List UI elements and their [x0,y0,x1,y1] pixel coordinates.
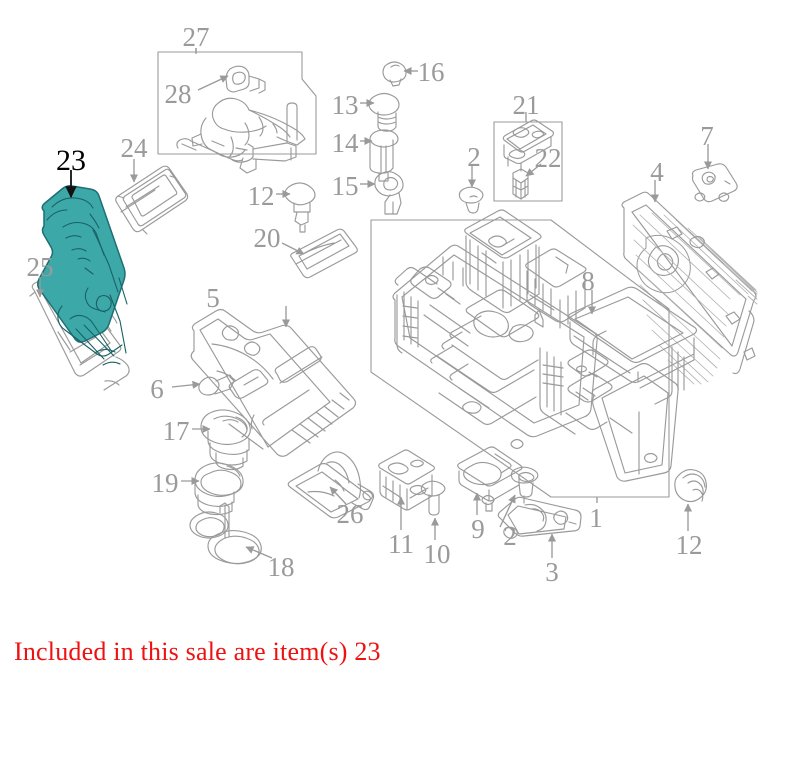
part-27-parking-brake-box [157,51,317,174]
callout-label-6: 6 [150,374,164,404]
console-side-rails [654,346,685,405]
part-2-screw-lower-secondary [510,466,539,504]
part-10-screw-lower [420,480,446,516]
leader-2b [499,494,516,528]
part-5-console-side-trim-panel-right [190,308,357,457]
callout-label-16: 16 [418,57,445,87]
leader-28 [197,75,229,91]
part-1-console-assembly-box [370,209,698,498]
callout-label-17: 17 [163,416,190,446]
part-14-plug-cap-tall [369,129,399,182]
part-11-power-outlet-housing [378,449,436,511]
leader-lines [35,48,713,559]
console-rear-trim-cover [591,362,679,482]
callout-label-20: 20 [254,223,281,253]
callout-label-11: 11 [388,529,414,559]
callout-label-27: 27 [183,22,210,52]
callout-label-9: 9 [471,514,485,544]
callout-label-14: 14 [332,128,360,158]
callout-label-13: 13 [332,90,359,120]
callout-label-22: 22 [535,143,562,173]
part-6-trim-retainer-pin [198,374,235,396]
part-17-cup-holder-insert-upper [200,409,251,471]
part-3-console-mounting-bracket [497,496,582,539]
callout-labels: 27 28 24 25 16 13 14 15 12 20 21 22 2 4 … [27,22,714,587]
leader-18 [245,546,273,559]
part-12-push-pin-fastener [284,182,316,233]
callout-label-19: 19 [152,468,179,498]
part-19-cup-holder-insert-lower [194,462,244,516]
callout-label-24: 24 [121,133,149,163]
part-16-retainer-clip [382,61,407,87]
part-23-console-side-trim-panel-left [36,185,128,366]
leader-6 [171,380,201,389]
leader-20 [281,242,305,255]
callout-label-3: 3 [545,557,559,587]
part-8-armrest-lid [567,286,698,389]
callout-label-5: 5 [206,283,220,313]
callout-label-7: 7 [700,121,714,151]
console-storage-bin [464,209,542,314]
part-7-access-cover-plate [691,163,738,203]
callout-label-12-lower: 12 [676,530,703,560]
console-bin-divider [525,248,587,329]
sale-caption: Included in this sale are item(s) 23 [14,637,381,666]
callout-label-8: 8 [581,266,595,296]
leader-26 [329,486,347,505]
callout-label-25: 25 [27,252,54,282]
leader-22 [525,163,542,177]
part-4-console-rear-side-panel [621,191,758,385]
part-24-shift-bezel-trim [115,165,189,235]
part-18-cup-holder-divider [189,502,262,565]
part-13-plug-cap-large [368,92,400,132]
callout-label-2-upper: 2 [467,142,481,172]
callout-label-4: 4 [650,157,664,187]
callout-label-2-lower: 2 [503,521,517,551]
callout-label-12: 12 [248,181,275,211]
part-9-cup-holder-bracket [457,446,523,512]
part-2-screw-upper [458,186,484,214]
callout-label-23: 23 [56,144,86,177]
callout-label-26: 26 [337,499,364,529]
callout-label-23-group: 23 [56,144,86,177]
part-12-push-pin-fastener-secondary [674,469,707,503]
callout-label-15: 15 [332,171,359,201]
callout-label-21: 21 [513,90,540,120]
console-main-body [392,244,613,450]
part-20-console-tray-mat [290,228,358,279]
callout-label-1: 1 [589,503,603,533]
part-21-switch-panel-box [493,119,563,202]
callout-label-18: 18 [268,552,295,582]
callout-label-28: 28 [165,79,192,109]
callout-label-10: 10 [424,539,451,569]
